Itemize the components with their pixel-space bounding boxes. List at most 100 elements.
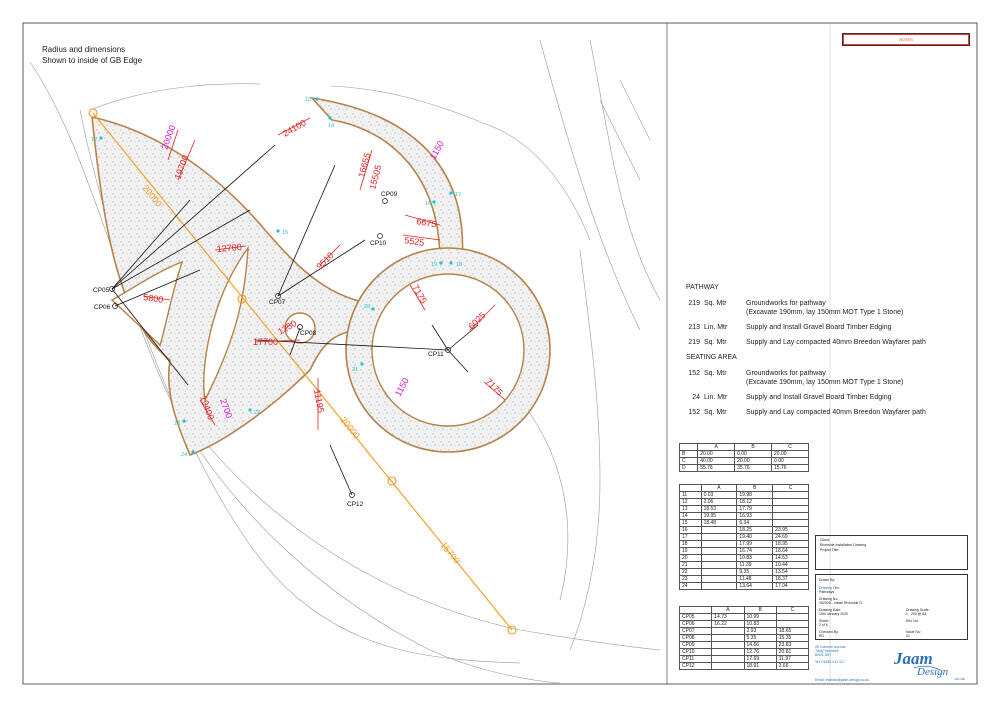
table-header [679,484,702,492]
notes-box: NOTES [842,33,970,46]
table-header: C [771,443,809,451]
svg-text:CP06: CP06 [94,304,111,311]
seating-heading: SEATING AREA [686,354,737,361]
dim-orange-2: 20000 [338,415,362,441]
setting-out-lines [88,108,517,635]
svg-text:13: 13 [305,97,311,103]
project-title-box: Client: Riverside Installation Drawing P… [815,535,968,570]
table-header: B [734,443,773,451]
control-points: CP05 CP06 CP07 CP08 CP09 CP10 CP11 CP12 [93,191,451,508]
dim-24100: 24100 [281,118,308,139]
svg-text:CP09: CP09 [381,191,398,198]
drawing-note-line1: Radius and dimensions [42,45,125,54]
dim-17700: 17700 [253,337,278,347]
table-header [678,606,713,614]
svg-text:15: 15 [282,230,288,236]
fan-void [110,260,184,347]
svg-text:Design: Design [916,666,949,678]
table-header: A [700,484,738,492]
dim-12700: 12700 [216,242,242,254]
svg-text:18: 18 [456,262,462,268]
table-header: C [772,484,809,492]
table-header: A [697,443,736,451]
table-header: A [711,606,745,614]
svg-text:CP05: CP05 [93,287,110,294]
leader-lines [111,144,479,496]
survey-points: 12 13 14 15 16 17 18 19 20 21 22 23 24 [91,97,462,458]
pathway-heading: PATHWAY [686,284,719,291]
svg-text:CP08: CP08 [300,330,317,337]
svg-text:17: 17 [455,192,461,198]
svg-text:24: 24 [181,452,187,458]
table-header: B [743,606,777,614]
notes-label: NOTES [843,34,969,45]
table-header [678,443,699,451]
dim-1150-top: 1150 [428,139,446,161]
table-header: B [736,484,774,492]
svg-text:Jaam: Jaam [893,649,933,668]
svg-text:12: 12 [91,137,97,143]
svg-text:20: 20 [364,304,370,310]
curved-path-top [309,96,464,263]
svg-text:19: 19 [431,262,437,268]
sheet-border [22,22,978,685]
dim-20000-red: 20000 [159,124,177,151]
svg-text:CP12: CP12 [347,501,364,508]
dim-15505: 15505 [367,164,383,191]
dim-5525: 5525 [404,235,425,248]
svg-text:23: 23 [174,421,180,427]
svg-text:21: 21 [352,367,358,373]
svg-text:CP10: CP10 [370,240,387,247]
svg-text:.co.uk: .co.uk [954,676,965,681]
table-header: C [775,606,810,614]
dim-orange-3: 15700 [438,540,462,566]
fan-void [203,245,249,403]
company-address: 26 Colmore Avenue, Tiddy Yorkshire BN21 … [815,645,870,682]
drawing-info-box: Drawn By: Drawing Title: Pathways Drawin… [815,574,968,640]
drawing-note-line2: Shown to inside of GB Edge [42,56,143,65]
dim-6675: 6675 [416,216,437,229]
svg-text:CP07: CP07 [269,299,286,306]
svg-text:16: 16 [425,201,431,207]
svg-text:14: 14 [328,123,334,129]
dim-11195: 11195 [312,389,326,414]
red-dimension-lines [142,117,506,430]
svg-text:CP11: CP11 [428,351,444,358]
